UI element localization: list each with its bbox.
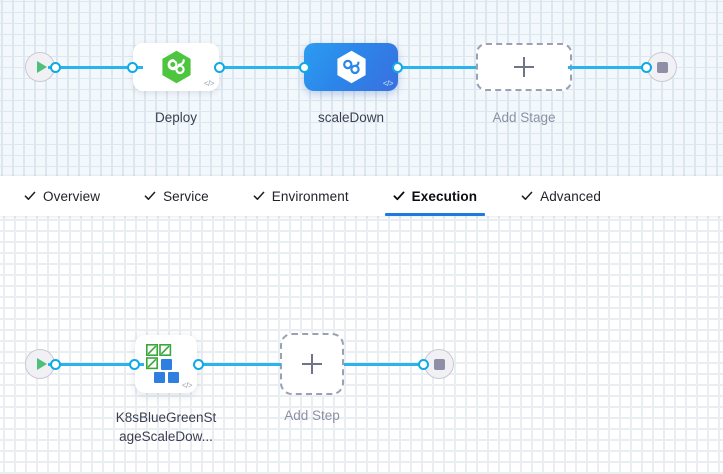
- stage-end-node[interactable]: [641, 52, 677, 82]
- deploy-input-port[interactable]: [127, 61, 138, 73]
- code-view-badge[interactable]: </>: [181, 381, 193, 390]
- tab-service[interactable]: Service: [144, 176, 209, 216]
- stage-link-start-deploy: [48, 66, 143, 69]
- add-stage-label: Add Stage: [492, 110, 556, 125]
- step-node-k8s-bluegreen-scaledown[interactable]: </> K8sBlueGreenSt ageScaleDow...: [116, 335, 216, 444]
- step-link-addstep-end: [344, 363, 428, 366]
- check-icon: [521, 190, 533, 202]
- add-step-label: Add Step: [284, 408, 340, 423]
- tab-execution[interactable]: Execution: [384, 176, 486, 216]
- step-end-input-port[interactable]: [418, 358, 429, 370]
- tab-label: Overview: [43, 188, 101, 204]
- stage-node-scaledown[interactable]: </> scaleDown: [299, 43, 403, 125]
- plus-icon: [302, 354, 322, 374]
- end-node-input-port[interactable]: [641, 61, 652, 73]
- stage-config-tabbar: Overview Service Environment Execution: [0, 176, 723, 216]
- start-node-output-port[interactable]: [50, 61, 61, 73]
- step-input-port[interactable]: [129, 358, 140, 370]
- check-icon: [24, 190, 36, 202]
- step-end-node[interactable]: [418, 349, 454, 379]
- tab-list: Overview Service Environment Execution: [0, 176, 723, 216]
- stage-start-node[interactable]: [25, 52, 61, 82]
- tab-environment[interactable]: Environment: [253, 176, 349, 216]
- step-link-start-k8s: [48, 363, 144, 366]
- tab-label: Execution: [411, 188, 478, 204]
- stage-node-deploy[interactable]: </> Deploy: [127, 43, 225, 125]
- check-icon: [253, 190, 265, 202]
- stage-label-scaledown: scaleDown: [317, 110, 385, 125]
- add-stage-button[interactable]: [476, 43, 572, 91]
- harness-hexagon-green-icon: [161, 50, 192, 84]
- stage-label-deploy: Deploy: [154, 110, 198, 125]
- execution-steps-canvas[interactable]: </> K8sBlueGreenSt ageScaleDow... Add St…: [0, 216, 723, 474]
- harness-hexagon-white-icon: [336, 50, 367, 84]
- step-output-port[interactable]: [193, 358, 204, 370]
- add-step-node[interactable]: Add Step: [280, 333, 344, 423]
- add-step-button[interactable]: [280, 333, 344, 395]
- stage-link-scaledown-addstage: [396, 66, 476, 69]
- stage-link-deploy-scaledown: [222, 66, 305, 69]
- step-card[interactable]: </>: [135, 335, 197, 393]
- step-start-node[interactable]: [25, 349, 61, 379]
- step-label-line1: K8sBlueGreenSt: [115, 410, 217, 425]
- stage-card-scaledown[interactable]: </>: [304, 43, 398, 91]
- tab-overview[interactable]: Overview: [24, 176, 100, 216]
- stop-icon: [656, 61, 668, 73]
- code-view-badge[interactable]: </>: [203, 79, 215, 88]
- scaledown-input-port[interactable]: [299, 61, 310, 73]
- tab-advanced[interactable]: Advanced: [521, 176, 601, 216]
- stop-icon: [433, 358, 445, 370]
- step-link-k8s-addstep: [199, 363, 281, 366]
- stage-graph-canvas[interactable]: </> Deploy </>: [0, 0, 723, 176]
- k8s-blue-green-squares-icon: [146, 344, 186, 384]
- tab-label: Advanced: [540, 188, 601, 204]
- tab-label: Service: [163, 188, 209, 204]
- deploy-output-port[interactable]: [214, 61, 225, 73]
- plus-icon: [514, 57, 534, 77]
- check-icon: [393, 190, 405, 202]
- step-label-line2: ageScaleDow...: [119, 429, 213, 444]
- scaledown-output-port[interactable]: [392, 61, 403, 73]
- play-icon: [36, 61, 47, 73]
- check-icon: [144, 190, 156, 202]
- tab-label: Environment: [271, 188, 349, 204]
- step-start-output-port[interactable]: [50, 358, 61, 370]
- stage-card-deploy[interactable]: </>: [133, 43, 219, 91]
- play-icon: [36, 358, 47, 370]
- code-view-badge[interactable]: </>: [382, 79, 394, 88]
- stage-link-addstage-end: [568, 66, 652, 69]
- add-stage-node[interactable]: Add Stage: [476, 43, 572, 125]
